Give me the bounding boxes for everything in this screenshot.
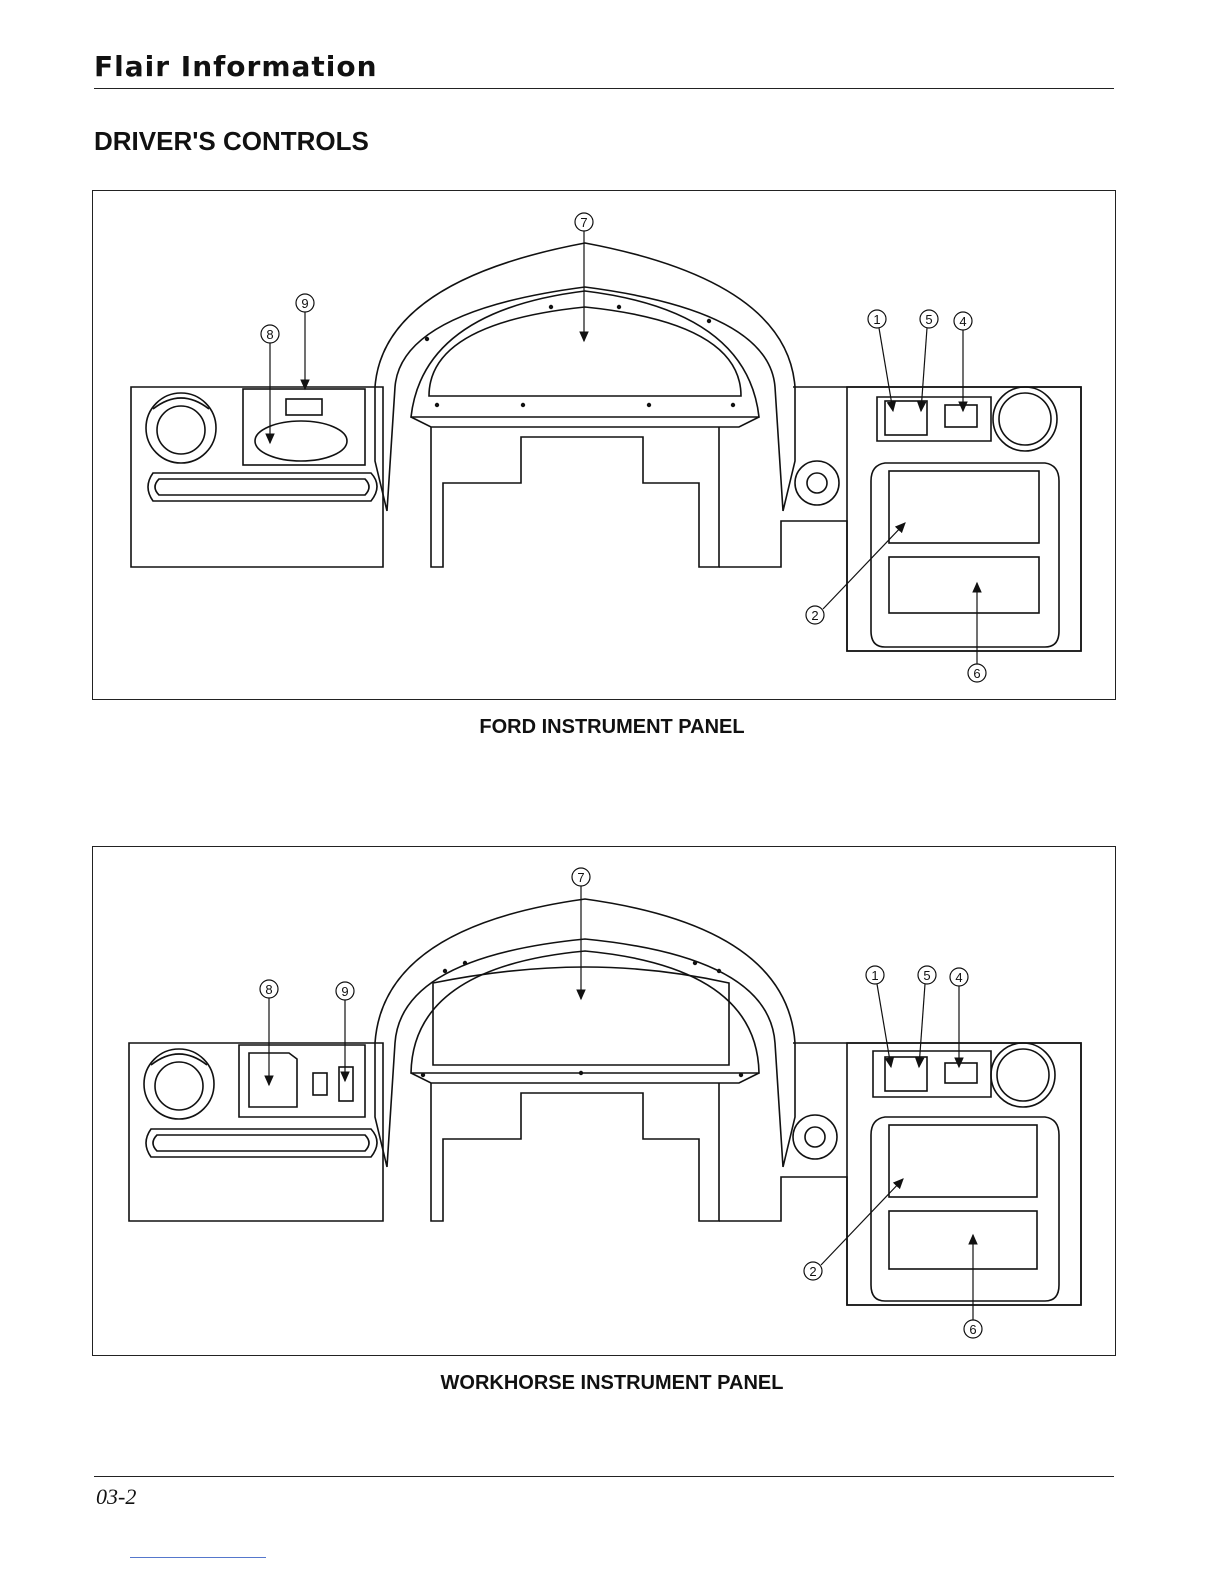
footer-divider <box>130 1557 266 1558</box>
workhorse-panel-drawing: 7 8 9 1 5 4 2 6 <box>93 847 1117 1357</box>
callout-6: 6 <box>969 1322 976 1337</box>
callout-8: 8 <box>265 982 272 997</box>
callout-4: 4 <box>959 314 966 329</box>
callout-1: 1 <box>873 312 880 327</box>
callout-2: 2 <box>809 1264 816 1279</box>
ford-panel-caption: FORD INSTRUMENT PANEL <box>0 716 1224 739</box>
page-number: 03-2 <box>96 1484 136 1510</box>
ford-radio-panel <box>243 389 365 465</box>
workhorse-panel-figure: 7 8 9 1 5 4 2 6 <box>92 846 1116 1356</box>
footer-rule <box>94 1476 1114 1477</box>
right-dash <box>719 387 1081 651</box>
callout-9: 9 <box>341 984 348 999</box>
callout-1: 1 <box>871 968 878 983</box>
callout-8: 8 <box>266 327 273 342</box>
page-header-title: Flair Information <box>94 50 378 83</box>
callout-5: 5 <box>925 312 932 327</box>
ford-panel-drawing: 7 9 8 1 5 4 2 6 <box>93 191 1117 701</box>
callout-5: 5 <box>923 968 930 983</box>
left-dash <box>131 387 383 567</box>
callout-2: 2 <box>811 608 818 623</box>
callout-4: 4 <box>955 970 962 985</box>
workhorse-panel-caption: WORKHORSE INSTRUMENT PANEL <box>0 1372 1224 1395</box>
callout-9: 9 <box>301 296 308 311</box>
callout-7: 7 <box>577 870 584 885</box>
callout-6: 6 <box>973 666 980 681</box>
ford-panel-figure: 7 9 8 1 5 4 2 6 <box>92 190 1116 700</box>
callout-7: 7 <box>580 215 587 230</box>
header-rule <box>94 88 1114 89</box>
instrument-binnacle <box>375 243 795 511</box>
section-title: DRIVER'S CONTROLS <box>94 126 369 157</box>
